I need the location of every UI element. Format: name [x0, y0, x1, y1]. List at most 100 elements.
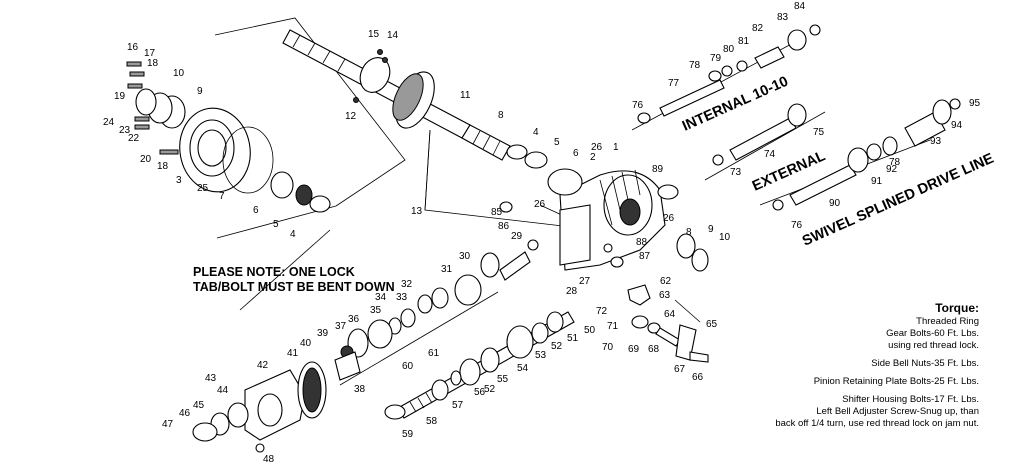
part-number-label: 58 — [426, 416, 438, 427]
part-number-label: 88 — [636, 237, 648, 248]
part-number-label: 4 — [533, 127, 539, 138]
part-number-label: 78 — [689, 60, 701, 71]
part-number-label: 56 — [474, 387, 486, 398]
part-number-label: 36 — [348, 314, 360, 325]
part-number-label: 89 — [652, 164, 664, 175]
part-number-label: 78 — [889, 157, 901, 168]
part-number-label: 50 — [584, 325, 596, 336]
torque-line: Threaded Ring — [916, 316, 979, 327]
part-number-label: 22 — [128, 133, 140, 144]
part-number-label: 27 — [579, 276, 591, 287]
shifter-housing — [192, 345, 361, 453]
part-number-label: 95 — [969, 98, 981, 109]
part-number-label: 57 — [452, 400, 464, 411]
part-number-label: 39 — [317, 328, 329, 339]
part-number-label: 8 — [686, 227, 692, 238]
part-number-label: 32 — [401, 279, 413, 290]
part-number-label: 14 — [387, 30, 399, 41]
part-number-label: 10 — [719, 232, 731, 243]
part-number-label: 17 — [144, 48, 156, 59]
part-number-label: 20 — [140, 154, 152, 165]
torque-line: using red thread lock. — [888, 340, 979, 351]
part-number-label: 9 — [708, 224, 714, 235]
part-number-label: 3 — [176, 175, 182, 186]
part-number-label: 94 — [951, 120, 963, 131]
part-number-label: 55 — [497, 374, 509, 385]
part-number-label: 15 — [368, 29, 380, 40]
part-number-label: 73 — [730, 167, 742, 178]
part-number-label: 25 — [197, 183, 209, 194]
part-number-label: 86 — [498, 221, 510, 232]
part-number-label: 44 — [217, 385, 229, 396]
torque-line: Pinion Retaining Plate Bolts-25 Ft. Lbs. — [813, 376, 979, 387]
part-number-label: 30 — [459, 251, 471, 262]
part-number-label: 12 — [345, 111, 357, 122]
part-number-label: 16 — [127, 42, 139, 53]
part-number-label: 83 — [777, 12, 789, 23]
note-line-1: PLEASE NOTE: ONE LOCK — [193, 265, 355, 279]
part-number-label: 29 — [511, 231, 523, 242]
part-number-label: 28 — [566, 286, 578, 297]
part-number-label: 48 — [263, 454, 275, 465]
part-number-label: 24 — [103, 117, 115, 128]
part-number-label: 82 — [752, 23, 764, 34]
part-number-label: 26 — [534, 199, 546, 210]
part-number-label: 51 — [567, 333, 579, 344]
part-number-label: 6 — [253, 205, 259, 216]
part-number-label: 9 — [197, 86, 203, 97]
part-number-label: 52 — [551, 341, 563, 352]
part-number-label: 79 — [710, 53, 722, 64]
part-number-label: 72 — [596, 306, 608, 317]
part-number-label: 61 — [428, 348, 440, 359]
part-number-label: 33 — [396, 292, 408, 303]
left-bell — [126, 61, 331, 213]
torque-title: Torque: — [935, 301, 979, 315]
part-number-label: 66 — [692, 372, 704, 383]
part-number-label: 41 — [287, 348, 299, 359]
part-number-label: 70 — [602, 342, 614, 353]
part-number-label: 19 — [114, 91, 126, 102]
part-number-label: 74 — [764, 149, 776, 160]
part-number-label: 90 — [829, 198, 841, 209]
part-number-label: 81 — [738, 36, 750, 47]
part-number-label: 40 — [300, 338, 312, 349]
part-number-label: 85 — [491, 207, 503, 218]
part-number-label: 11 — [460, 90, 471, 101]
torque-line: Shifter Housing Bolts-17 Ft. Lbs. — [842, 394, 979, 405]
part-number-label: 59 — [402, 429, 414, 440]
part-callouts: 1234455667889910101112131415161718181920… — [103, 1, 981, 465]
part-number-label: 91 — [871, 176, 883, 187]
part-number-label: 38 — [354, 384, 366, 395]
part-number-label: 47 — [162, 419, 174, 430]
part-number-label: 52 — [484, 384, 496, 395]
part-number-label: 68 — [648, 344, 660, 355]
part-number-label: 45 — [193, 400, 205, 411]
part-number-label: 8 — [498, 110, 504, 121]
part-number-label: 26 — [663, 213, 675, 224]
part-number-label: 35 — [370, 305, 382, 316]
part-number-label: 87 — [639, 251, 651, 262]
part-number-label: 75 — [813, 127, 825, 138]
part-number-label: 18 — [157, 161, 169, 172]
part-number-label: 43 — [205, 373, 217, 384]
torque-line: Left Bell Adjuster Screw-Snug up, than — [816, 406, 979, 417]
part-number-label: 23 — [119, 125, 131, 136]
part-number-label: 37 — [335, 321, 347, 332]
part-number-label: 77 — [668, 78, 680, 89]
part-number-label: 71 — [607, 321, 619, 332]
shift-fork — [627, 284, 709, 363]
part-number-label: 93 — [930, 136, 942, 147]
note-line-2: TAB/BOLT MUST BE BENT DOWN — [193, 280, 395, 294]
part-number-label: 80 — [723, 44, 735, 55]
internal-shaft — [637, 24, 821, 124]
part-number-label: 67 — [674, 364, 686, 375]
part-number-label: 4 — [290, 229, 296, 240]
part-number-label: 62 — [660, 276, 672, 287]
part-number-label: 34 — [375, 292, 387, 303]
part-number-label: 10 — [173, 68, 185, 79]
part-number-label: 2 — [590, 152, 596, 163]
